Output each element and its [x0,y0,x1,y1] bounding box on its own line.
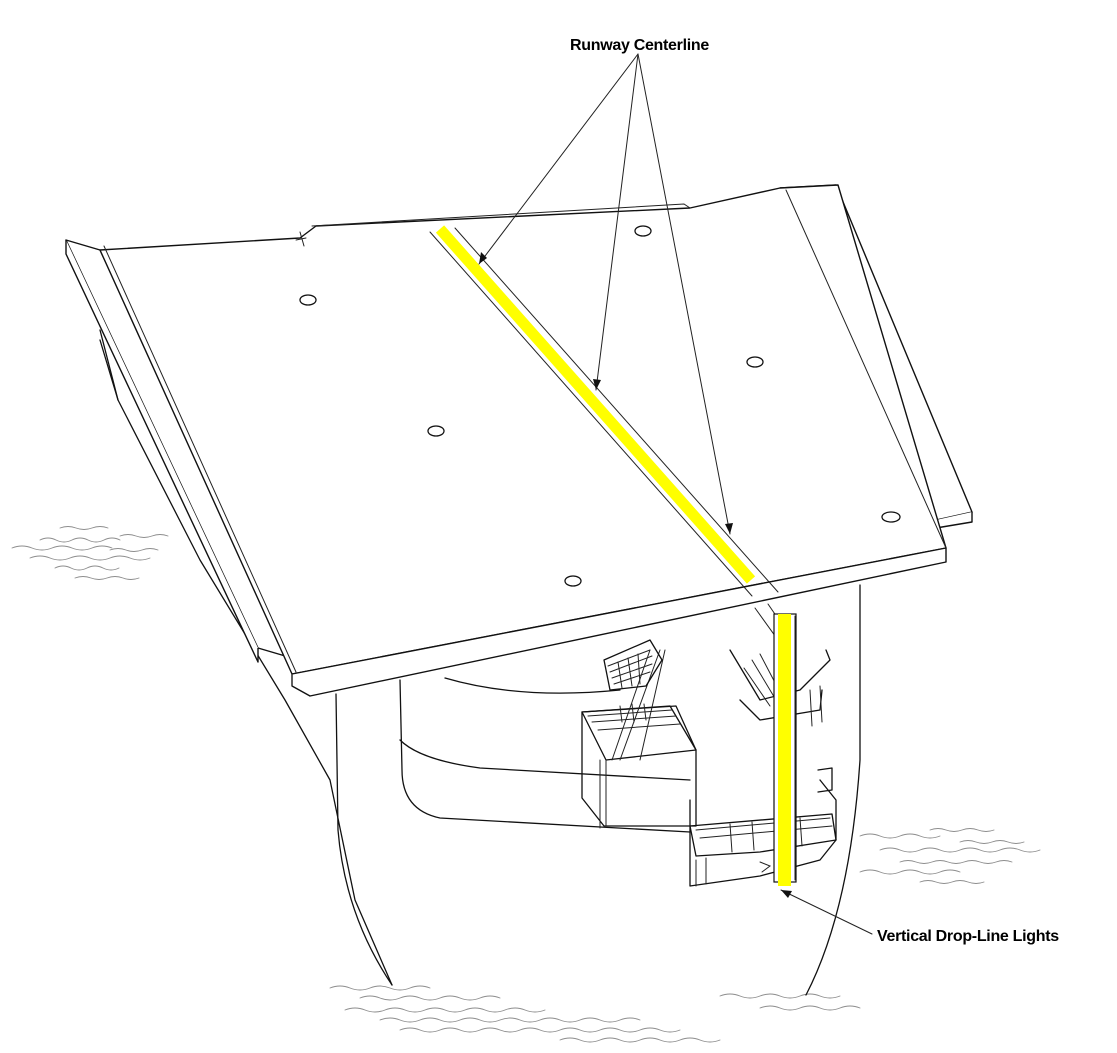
leader-line-2 [595,53,639,391]
runway-centerline-leaders [478,53,733,535]
drop-line-lights-highlight [778,614,791,886]
water-left [11,526,169,580]
leader-line-drop [780,889,873,935]
arrowhead-1 [479,252,487,264]
flight-deck [65,184,973,697]
arrowhead-drop [781,890,792,898]
runway-centerline-label: Runway Centerline [570,37,709,54]
arrowhead-2 [593,379,601,390]
leader-line-3 [637,53,731,535]
vertical-drop-line-lights-label: Vertical Drop-Line Lights [877,928,1059,945]
water-right [859,828,1041,884]
water-bottom [329,985,861,1043]
vertical-drop-line-lights [773,613,797,886]
drop-line-leader [780,889,873,935]
runway-centerline-lights [435,225,756,584]
leader-line-1 [478,53,639,265]
arrowhead-3 [725,523,733,534]
runway-centerline-highlight [435,225,756,584]
